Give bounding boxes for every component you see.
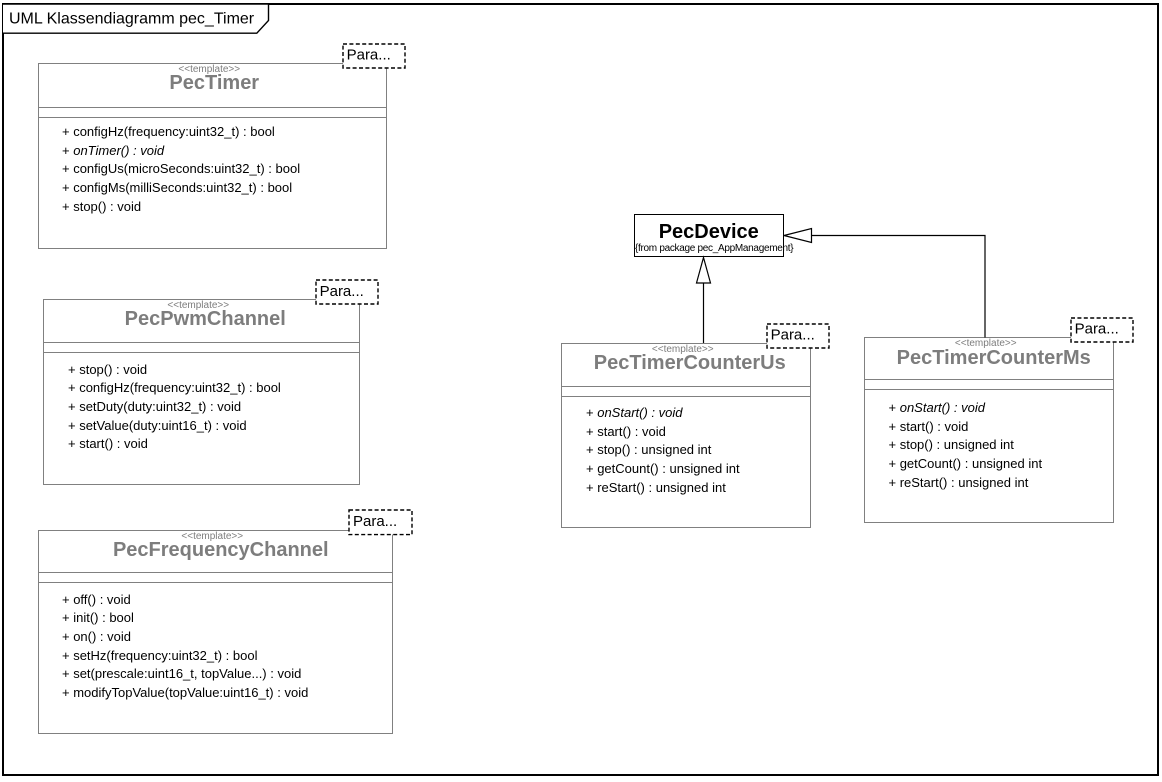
svg-text:Para...: Para... <box>771 327 815 344</box>
svg-text:Para...: Para... <box>347 47 391 64</box>
svg-text:Para...: Para... <box>1075 321 1119 338</box>
svg-text:Para...: Para... <box>353 513 397 530</box>
svg-text:UML Klassendiagramm pec_Timer: UML Klassendiagramm pec_Timer <box>9 11 255 28</box>
svg-text:Para...: Para... <box>320 283 364 300</box>
